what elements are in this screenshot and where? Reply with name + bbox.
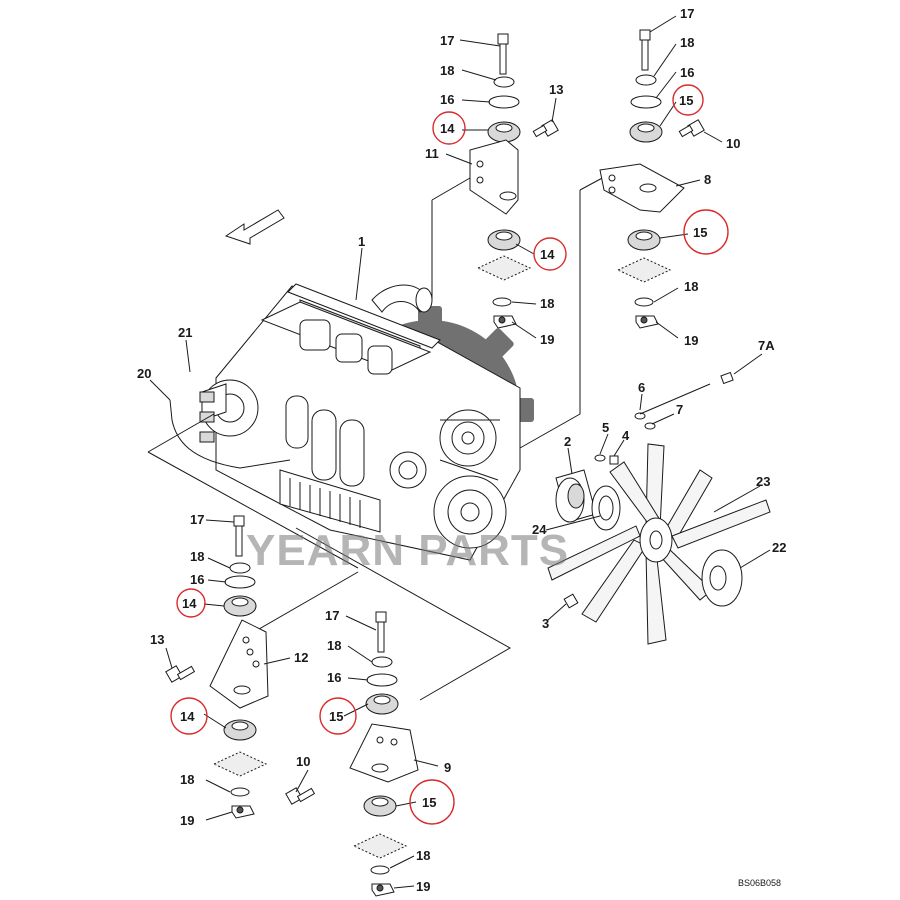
callout-16: 16 <box>680 65 694 80</box>
callout-11: 11 <box>425 146 439 161</box>
mount-stack-bottom-center <box>285 611 419 897</box>
callout-6: 6 <box>638 380 645 395</box>
highlight-circle <box>409 779 455 825</box>
mount-stack-top-center <box>469 33 559 329</box>
highlight-circle <box>319 697 357 735</box>
callout-22: 22 <box>772 540 786 555</box>
callout-4: 4 <box>622 428 630 443</box>
callout-20: 20 <box>137 366 151 381</box>
callout-18: 18 <box>680 35 694 50</box>
frame-outline <box>147 175 607 701</box>
callout-16: 16 <box>190 572 204 587</box>
callout-16: 16 <box>440 92 454 107</box>
callout-15: 15 <box>679 93 693 108</box>
callout-18: 18 <box>540 296 554 311</box>
callout-labels: 17 18 16 14 13 11 14 18 19 17 18 16 15 1… <box>137 6 786 894</box>
callout-10: 10 <box>296 754 310 769</box>
fan-assembly <box>547 371 771 645</box>
callout-1: 1 <box>358 234 365 249</box>
callout-3: 3 <box>542 616 549 631</box>
callout-19: 19 <box>540 332 554 347</box>
mount-stack-top-right <box>599 29 705 329</box>
highlight-markers <box>170 84 729 825</box>
callout-5: 5 <box>602 420 609 435</box>
callout-18: 18 <box>684 279 698 294</box>
callout-9: 9 <box>444 760 451 775</box>
callout-8: 8 <box>704 172 711 187</box>
mount-stack-bottom-left <box>165 515 269 819</box>
callout-10: 10 <box>726 136 740 151</box>
callout-18: 18 <box>416 848 430 863</box>
callout-19: 19 <box>416 879 430 894</box>
highlight-circle <box>432 111 466 145</box>
watermark-brand-text: YEARN PARTS <box>246 526 570 575</box>
callout-7a: 7A <box>758 338 775 353</box>
callout-7: 7 <box>676 402 683 417</box>
front-direction-arrow <box>224 209 285 245</box>
callout-leaders <box>149 15 771 889</box>
callout-21: 21 <box>178 325 192 340</box>
callout-13: 13 <box>150 632 164 647</box>
engine-assembly <box>169 283 521 561</box>
callout-18: 18 <box>180 772 194 787</box>
callout-14: 14 <box>180 709 195 724</box>
highlight-circle <box>176 588 206 618</box>
callout-17: 17 <box>325 608 339 623</box>
callout-17: 17 <box>680 6 694 21</box>
callout-17: 17 <box>440 33 454 48</box>
callout-15: 15 <box>422 795 436 810</box>
drawing-reference-code: BS06B058 <box>738 878 782 888</box>
highlight-circle <box>170 697 208 735</box>
callout-19: 19 <box>180 813 194 828</box>
callout-19: 19 <box>684 333 698 348</box>
highlight-circle <box>683 209 729 255</box>
callout-16: 16 <box>327 670 341 685</box>
callout-14: 14 <box>440 121 455 136</box>
callout-18: 18 <box>440 63 454 78</box>
callout-2: 2 <box>564 434 571 449</box>
callout-18: 18 <box>190 549 204 564</box>
highlight-circle <box>533 237 567 271</box>
callout-14: 14 <box>182 596 197 611</box>
callout-15: 15 <box>693 225 707 240</box>
callout-23: 23 <box>756 474 770 489</box>
callout-24: 24 <box>532 522 547 537</box>
callout-15: 15 <box>329 709 343 724</box>
callout-12: 12 <box>294 650 308 665</box>
highlight-circle <box>672 84 704 116</box>
callout-18: 18 <box>327 638 341 653</box>
callout-17: 17 <box>190 512 204 527</box>
callout-14: 14 <box>540 247 555 262</box>
callout-13: 13 <box>549 82 563 97</box>
